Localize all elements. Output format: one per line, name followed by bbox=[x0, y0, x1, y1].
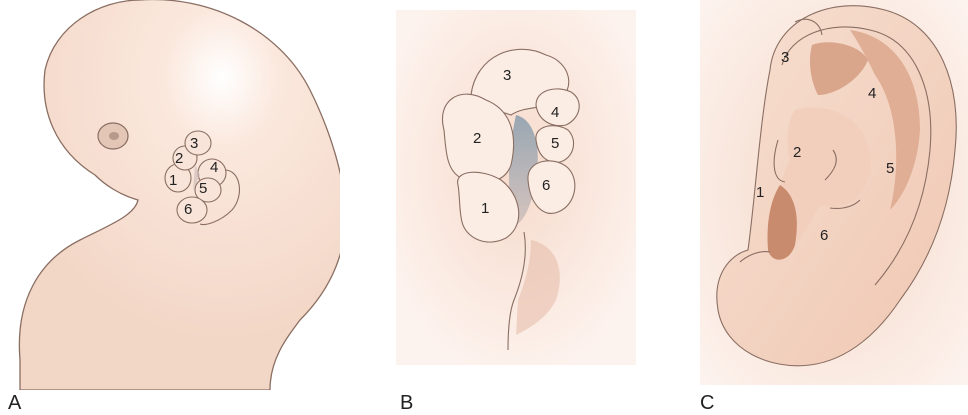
hillock-groove-a bbox=[193, 165, 200, 190]
panel-b: 1 2 3 4 5 6 bbox=[396, 0, 636, 414]
hillock-label-6-c: 6 bbox=[820, 227, 828, 244]
panel-b-label: B bbox=[400, 392, 414, 414]
hillock-label-2-c: 2 bbox=[793, 144, 801, 161]
hillock-label-6-b: 6 bbox=[542, 177, 550, 194]
hillock-label-1: 1 bbox=[169, 172, 177, 189]
panel-c-label: C bbox=[700, 392, 715, 414]
antihelix-line bbox=[773, 139, 786, 183]
hillock-label-6: 6 bbox=[184, 201, 192, 218]
scaphoid-fossa bbox=[850, 30, 920, 210]
stalk-b bbox=[507, 231, 526, 351]
hillock-5-shape-b bbox=[535, 125, 575, 163]
hillock-label-3-b: 3 bbox=[503, 67, 511, 84]
concha-rim-line bbox=[829, 199, 861, 209]
hillock-label-4: 4 bbox=[210, 159, 218, 176]
hillock-label-5: 5 bbox=[199, 180, 207, 197]
ear-canal-shadow bbox=[767, 185, 797, 260]
hillock-3-boundary bbox=[794, 18, 823, 36]
panel-a-illustration: 1 2 3 4 5 6 bbox=[18, 0, 340, 390]
triangular-fossa bbox=[810, 42, 868, 95]
hillock-label-4-b: 4 bbox=[551, 104, 559, 121]
embryo-outline bbox=[18, 0, 340, 390]
hillock-2-shape-b bbox=[442, 93, 515, 183]
hillock-6-shape-b bbox=[527, 160, 576, 214]
hillock-cluster-a bbox=[164, 130, 241, 226]
concha bbox=[774, 107, 871, 251]
embryo-eye-pupil bbox=[109, 132, 119, 140]
hillock-4-shape-b bbox=[535, 88, 580, 127]
hillock-6-shape bbox=[176, 196, 208, 224]
antitragus-line bbox=[824, 149, 837, 181]
hillock-3-shape bbox=[184, 130, 212, 156]
hillock-5-shape bbox=[194, 177, 222, 203]
lobule-line bbox=[739, 251, 771, 263]
hillock-label-5-c: 5 bbox=[886, 160, 894, 177]
groove-b bbox=[509, 115, 538, 225]
panel-a-label: A bbox=[8, 392, 22, 414]
hillock-label-4-c: 4 bbox=[868, 85, 876, 102]
hillock-label-2-b: 2 bbox=[473, 130, 481, 147]
hillock-label-5-b: 5 bbox=[551, 135, 559, 152]
hillock-label-1-c: 1 bbox=[756, 184, 764, 201]
helix-ridge bbox=[781, 26, 932, 286]
panel-b-illustration: 1 2 3 4 5 6 bbox=[396, 10, 636, 365]
hillock-label-2: 2 bbox=[175, 150, 183, 167]
hillock-label-3: 3 bbox=[190, 135, 198, 152]
panel-c-illustration: 1 2 3 4 5 6 bbox=[700, 0, 968, 385]
panel-c: 1 2 3 4 5 6 bbox=[700, 0, 968, 414]
hillock-label-1-b: 1 bbox=[481, 200, 489, 217]
panel-a: 1 2 3 4 5 6 bbox=[0, 0, 340, 414]
hillock-1-shape-b bbox=[457, 171, 520, 243]
stalk-shadow-b bbox=[516, 240, 560, 335]
hillock-label-3-c: 3 bbox=[781, 49, 789, 66]
